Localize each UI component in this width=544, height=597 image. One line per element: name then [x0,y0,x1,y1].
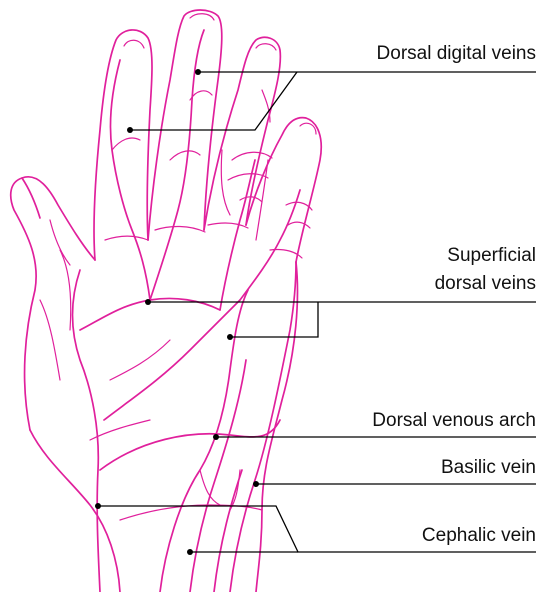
leader-superficial-2 [230,302,318,337]
label-cephalic-vein: Cephalic vein [422,524,536,548]
vein-network [40,30,300,592]
label-basilic-vein: Basilic vein [441,456,536,480]
dot-cephalic-1 [95,503,101,509]
label-dorsal-digital-veins: Dorsal digital veins [377,42,536,66]
hand-outline [11,10,322,592]
dot-superficial-2 [227,334,233,340]
dot-dorsal-digital-2 [127,127,133,133]
dot-superficial-1 [145,299,151,305]
label-superficial-dorsal-veins-line2: dorsal veins [435,272,536,296]
dot-cephalic-2 [187,549,193,555]
dot-basilic [253,481,259,487]
dot-dorsal-arch [213,434,219,440]
dot-dorsal-digital-1 [195,69,201,75]
label-dorsal-venous-arch: Dorsal venous arch [372,409,536,433]
label-superficial-dorsal-veins-line1: Superficial [447,244,536,268]
leader-lines [95,69,536,555]
